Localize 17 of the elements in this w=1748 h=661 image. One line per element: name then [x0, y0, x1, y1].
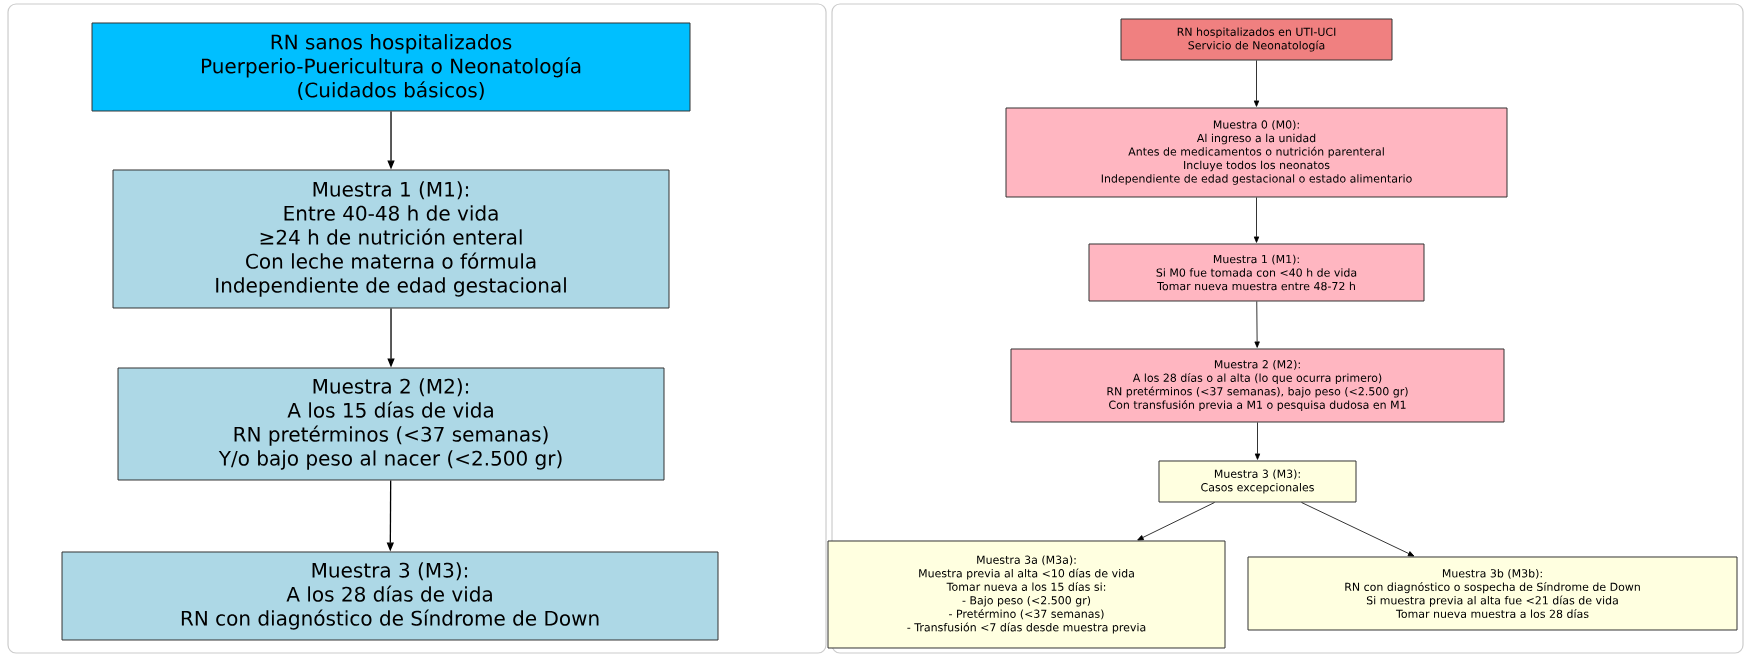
arrow — [1301, 502, 1415, 557]
arrow — [1254, 422, 1261, 460]
process-box: Muestra 3a (M3a): Muestra previa al alta <10 días de vida Tomar nueva a los 15 días si: - Bajo peso (<2.500 gr) - Pretérmino (<37 semanas) - Transfusión <7 días desde muestra previa — [827, 540, 1226, 649]
process-box: RN hospitalizados en UTI-UCI Servicio de Neonatología — [1120, 18, 1393, 61]
process-box: Muestra 2 (M2): A los 28 días o al alta (lo que ocurra primero) RN pretérminos (<37 semanas), bajo peso (<2.500 gr) Con transfusión previa a M1 o pesquisa dudosa en M1 — [1010, 348, 1505, 423]
process-box: Muestra 3b (M3b): RN con diagnóstico o sospecha de Síndrome de Down Si muestra previa al alta fue <21 días de vida Tomar nueva muestra a los 28 días — [1247, 556, 1738, 631]
arrow — [1253, 197, 1260, 243]
arrow — [1253, 60, 1260, 107]
process-box: Muestra 3 (M3): A los 28 días de vida RN con diagnóstico de Síndrome de Down — [61, 551, 719, 641]
process-box: Muestra 0 (M0): Al ingreso a la unidad Antes de medicamentos o nutrición parenteral Incluye todos los neonatos Independiente de edad gestacional o estado alimentario — [1005, 107, 1508, 198]
process-box: Muestra 3 (M3): Casos excepcionales — [1158, 460, 1357, 503]
process-box: Muestra 1 (M1): Si M0 fue tomada con <40 h de vida Tomar nueva muestra entre 48-72 h — [1088, 243, 1425, 302]
arrow — [1137, 502, 1215, 541]
process-box: RN sanos hospitalizados Puerperio-Puericultura o Neonatología (Cuidados básicos) — [91, 22, 691, 112]
arrow — [1254, 301, 1260, 348]
process-box: Muestra 2 (M2): A los 15 días de vida RN pretérminos (<37 semanas) Y/o bajo peso al nacer (<2.500 gr) — [117, 367, 665, 481]
process-box: Muestra 1 (M1): Entre 40-48 h de vida ≥24 h de nutrición enteral Con leche materna o fórmula Independiente de edad gestacional — [112, 169, 670, 309]
